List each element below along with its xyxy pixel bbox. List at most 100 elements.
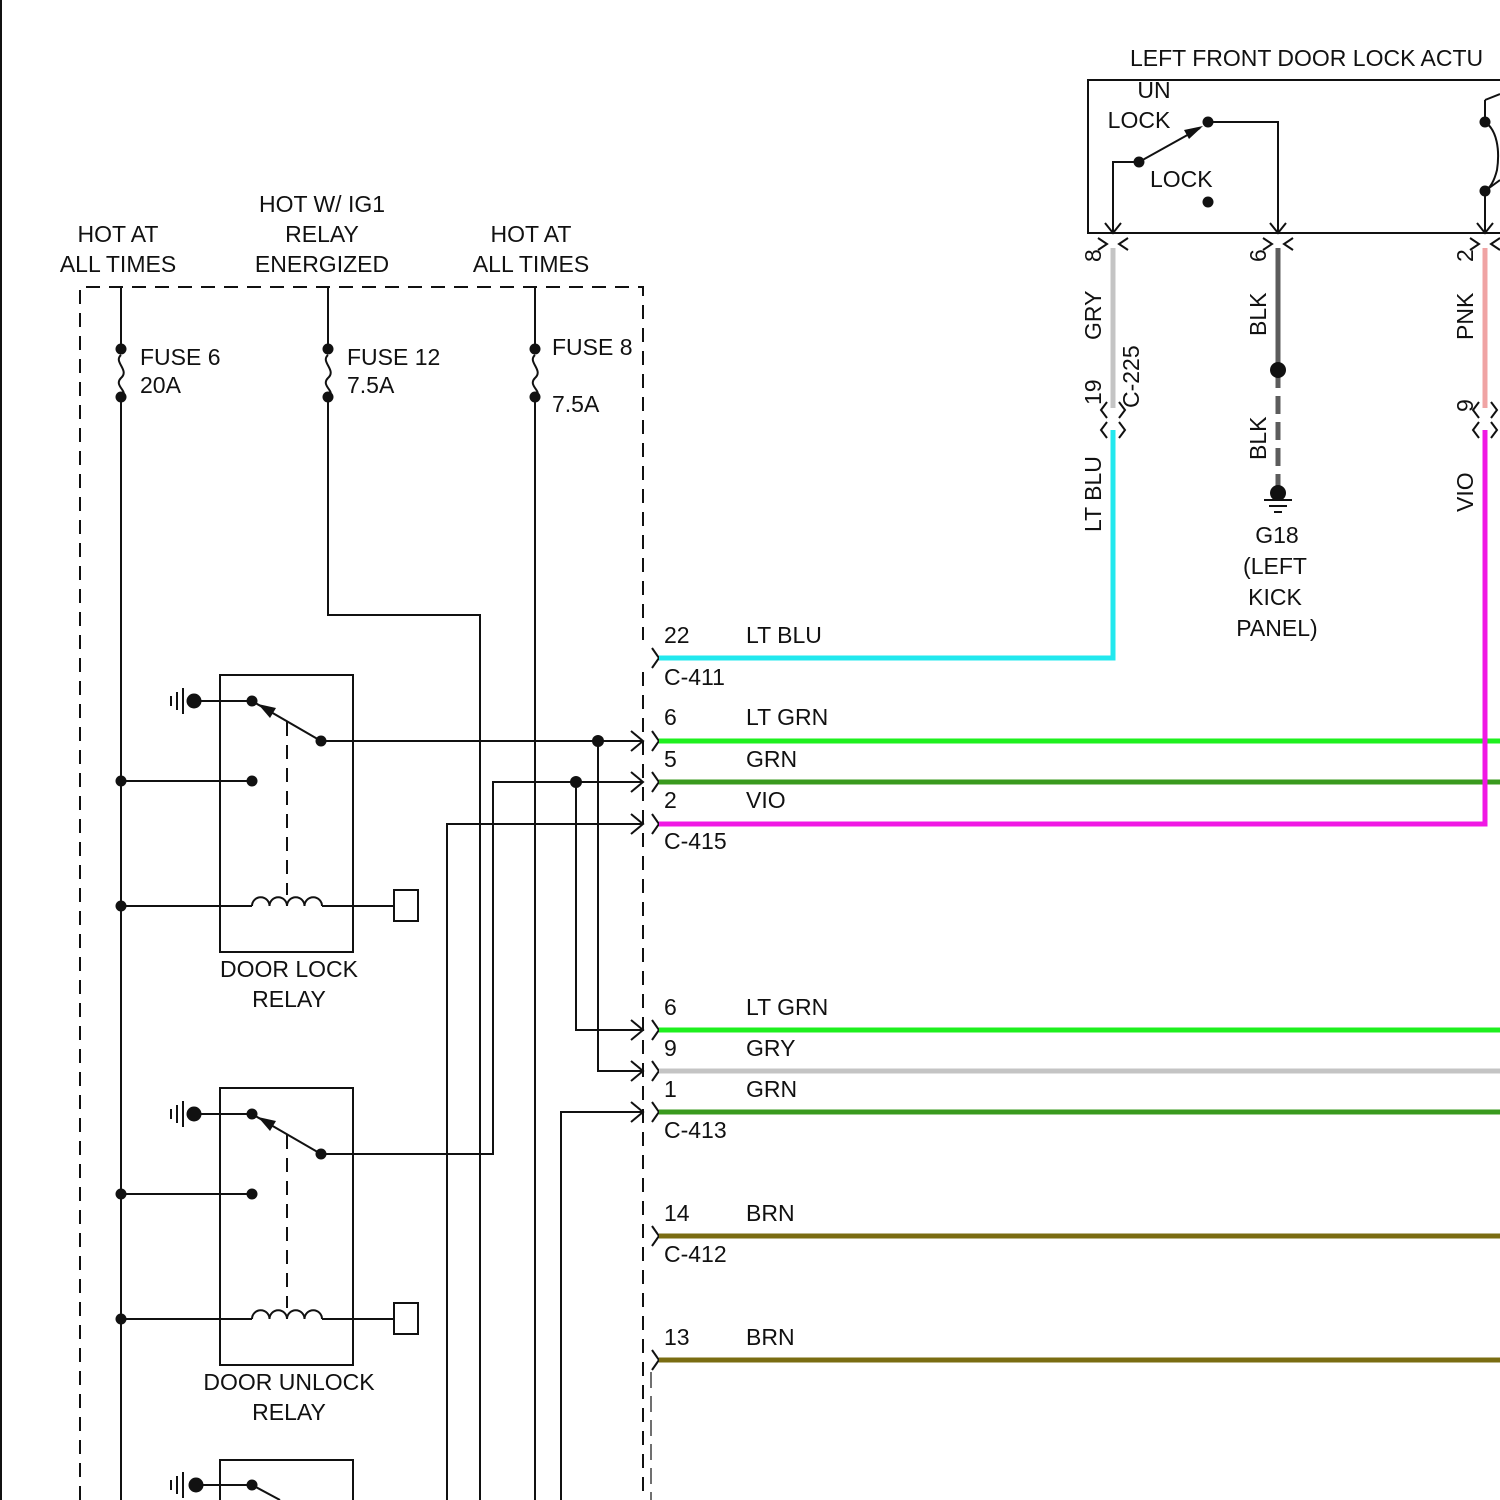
- door-unlock-relay-label-1: DOOR UNLOCK: [203, 1369, 375, 1395]
- door-lock-relay-box: [220, 675, 353, 952]
- c415-color-lt-grn: LT GRN: [746, 704, 828, 730]
- ground-label-3: KICK: [1248, 584, 1302, 610]
- wire-to-c413-pin6: [576, 782, 643, 1030]
- connector-mark-icon: [1491, 402, 1497, 418]
- connector-pin-13: 13: [664, 1324, 690, 1350]
- fuse8-top-terminal: [530, 344, 541, 355]
- wire-to-c415-pin2: [447, 824, 643, 1500]
- connector-color-brn: BRN: [746, 1324, 795, 1350]
- power-label-hot-left-2: ALL TIMES: [60, 251, 176, 277]
- blk-splice: [1270, 362, 1286, 378]
- door-unlock-relay: DOOR UNLOCK RELAY: [116, 782, 644, 1425]
- c413-pin-6: 6: [664, 994, 677, 1020]
- c415-pin-2: 2: [664, 787, 677, 813]
- door-lock-relay-label-1: DOOR LOCK: [220, 956, 359, 982]
- fuse8-symbol: [533, 355, 538, 396]
- actuator-title: LEFT FRONT DOOR LOCK ACTU: [1130, 45, 1483, 71]
- c225-color-lt-blu: LT BLU: [1080, 456, 1106, 532]
- door-unlock-relay-box: [220, 1088, 353, 1365]
- chevron-icon: [652, 1102, 659, 1122]
- actuator-lock-contact: [1203, 197, 1214, 208]
- chevron-icon: [652, 648, 659, 668]
- door-lock-actuator: LEFT FRONT DOOR LOCK ACTU UN LOCK LOCK: [1088, 45, 1500, 233]
- c413-color-gry: GRY: [746, 1035, 795, 1061]
- actuator-right-lead-top: [1485, 94, 1500, 100]
- c225-pin-19: 19: [1080, 379, 1106, 405]
- fuse6-rating: 20A: [140, 372, 182, 398]
- connector-mark-icon: [1101, 422, 1107, 438]
- fuse12-name: FUSE 12: [347, 344, 440, 370]
- fuse8-name: FUSE 8: [552, 334, 633, 360]
- door-unlock-relay-coil-terminal: [394, 1303, 418, 1334]
- c413-pin-9: 9: [664, 1035, 677, 1061]
- door-unlock-relay-label-2: RELAY: [252, 1399, 326, 1425]
- door-unlock-relay-coil-splice: [116, 1314, 127, 1325]
- c415-color-grn: GRN: [746, 746, 797, 772]
- c413-pin-1: 1: [664, 1076, 677, 1102]
- c225-name: C-225: [1118, 345, 1144, 408]
- fuse12-symbol: [326, 355, 331, 396]
- door-lock-relay: DOOR LOCK RELAY: [116, 675, 644, 1012]
- connector-mark-icon: [1473, 422, 1479, 438]
- ground-label-1: G18: [1255, 522, 1298, 548]
- fuse6-name: FUSE 6: [140, 344, 221, 370]
- door-unlock-relay-arrow-icon: [258, 1117, 276, 1131]
- connector-mark-icon: [1491, 422, 1497, 438]
- actuator-unlock-label-1: UN: [1137, 77, 1170, 103]
- door-lock-relay-arrow-icon: [258, 704, 276, 718]
- chevron-icon: [652, 772, 659, 792]
- connector-mark-icon: [1119, 238, 1128, 250]
- c413-color-grn: GRN: [746, 1076, 797, 1102]
- actuator-motor-icon: [1485, 122, 1498, 191]
- actuator-pin-6: 6: [1245, 249, 1271, 262]
- connector-mark-icon: [1263, 238, 1272, 250]
- power-label-ig1-1: HOT W/ IG1: [259, 191, 385, 217]
- chevron-icon: [652, 1226, 659, 1246]
- chevron-icon: [652, 1350, 659, 1370]
- c225-color-vio: VIO: [1452, 472, 1478, 512]
- connector-mark-icon: [1470, 238, 1479, 250]
- fuse12-top-terminal: [323, 344, 334, 355]
- actuator-color-pnk: PNK: [1452, 292, 1478, 340]
- chevron-icon: [652, 1061, 659, 1081]
- c415-pin-6: 6: [664, 704, 677, 730]
- connector-mark-icon: [1491, 238, 1500, 250]
- door-lock-relay-coil-terminal: [394, 890, 418, 921]
- chevron-icon: [652, 1020, 659, 1040]
- door-lock-relay-coil-splice: [116, 901, 127, 912]
- actuator-pivot-lead: [1113, 162, 1139, 233]
- fuse12-rating: 7.5A: [347, 372, 395, 398]
- fuse8-rating: 7.5A: [552, 391, 600, 417]
- c415-name: C-415: [664, 828, 727, 854]
- c225-marks: [1101, 402, 1497, 438]
- actuator-pin-8: 8: [1080, 249, 1106, 262]
- wire-lt-blu: [659, 430, 1113, 658]
- fuse6-symbol: [119, 355, 124, 396]
- actuator-lock-label: LOCK: [1150, 166, 1213, 192]
- actuator-connector-marks: [1098, 238, 1500, 250]
- third-relay-switch-arm: [252, 1485, 280, 1500]
- power-label-ig1-3: ENERGIZED: [255, 251, 389, 277]
- wire-to-c413-pin1: [561, 1112, 643, 1500]
- wire-to-c413-pin9: [598, 741, 643, 1071]
- ground-label-4: PANEL): [1236, 615, 1317, 641]
- c415-pin-5: 5: [664, 746, 677, 772]
- c225-pin-9: 9: [1452, 399, 1478, 412]
- connector-mark-icon: [1098, 238, 1107, 250]
- chevron-icon: [652, 731, 659, 751]
- ground-wire-color-blk: BLK: [1245, 416, 1271, 460]
- door-unlock-relay-coil-icon: [252, 1310, 322, 1319]
- power-label-hot-left-1: HOT AT: [78, 221, 159, 247]
- c411-color-lt-blu: LT BLU: [746, 622, 822, 648]
- fuse6-top-terminal: [116, 344, 127, 355]
- c413-color-lt-grn: LT GRN: [746, 994, 828, 1020]
- third-relay-box: [220, 1460, 353, 1500]
- actuator-unlock-label-2: LOCK: [1108, 107, 1171, 133]
- power-label-hot-right-2: ALL TIMES: [473, 251, 589, 277]
- actuator-switch-arrow-icon: [1184, 126, 1203, 139]
- connector-mark-icon: [1119, 422, 1125, 438]
- actuator-unlock-lead: [1208, 122, 1278, 233]
- door-lock-relay-coil-icon: [252, 897, 322, 906]
- actuator-pin-2: 2: [1452, 249, 1478, 262]
